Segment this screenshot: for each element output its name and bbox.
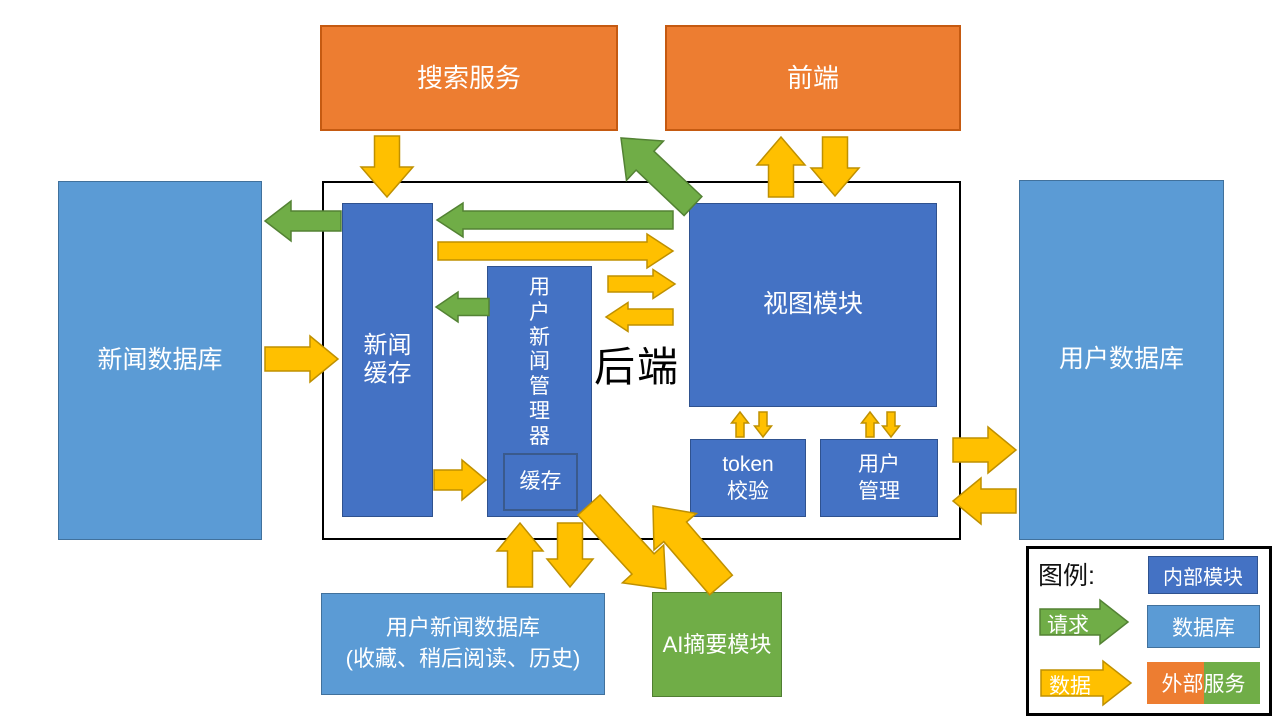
legend-external-service-label: 外部服务 [1161,673,1246,696]
legend-data-arrow-label: 数据 [1049,675,1091,698]
legend-external-service-swatch: 外部服务 [1147,662,1260,704]
frontend: 前端 [665,25,961,131]
legend-external-green-half [1203,662,1260,704]
legend-title: 图例: [1038,562,1095,590]
ai-summary-module: AI摘要模块 [652,592,782,697]
arrow-backend-to-userdb [952,425,1018,475]
legend-internal-module-label: 内部模块 [1163,566,1243,589]
legend-database-swatch: 数据库 [1147,605,1260,648]
user-database: 用户数据库 [1019,180,1224,540]
view-module: 视图模块 [689,203,937,407]
search-service: 搜索服务 [320,25,618,131]
arrow-userdb-to-backend [951,476,1017,526]
legend-database-label: 数据库 [1172,616,1235,640]
token-check: token 校验 [690,439,806,517]
user-management: 用户 管理 [820,439,938,517]
news-database: 新闻数据库 [58,181,262,540]
manager-cache: 缓存 [503,453,578,511]
legend-internal-module-swatch: 内部模块 [1148,556,1258,594]
backend-label: 后端 [594,344,680,390]
user-news-database: 用户新闻数据库 (收藏、稍后阅读、历史) [321,593,605,695]
news-cache: 新闻 缓存 [342,203,433,517]
legend-external-orange-half [1147,662,1204,704]
legend-request-arrow-label: 请求 [1047,614,1089,637]
